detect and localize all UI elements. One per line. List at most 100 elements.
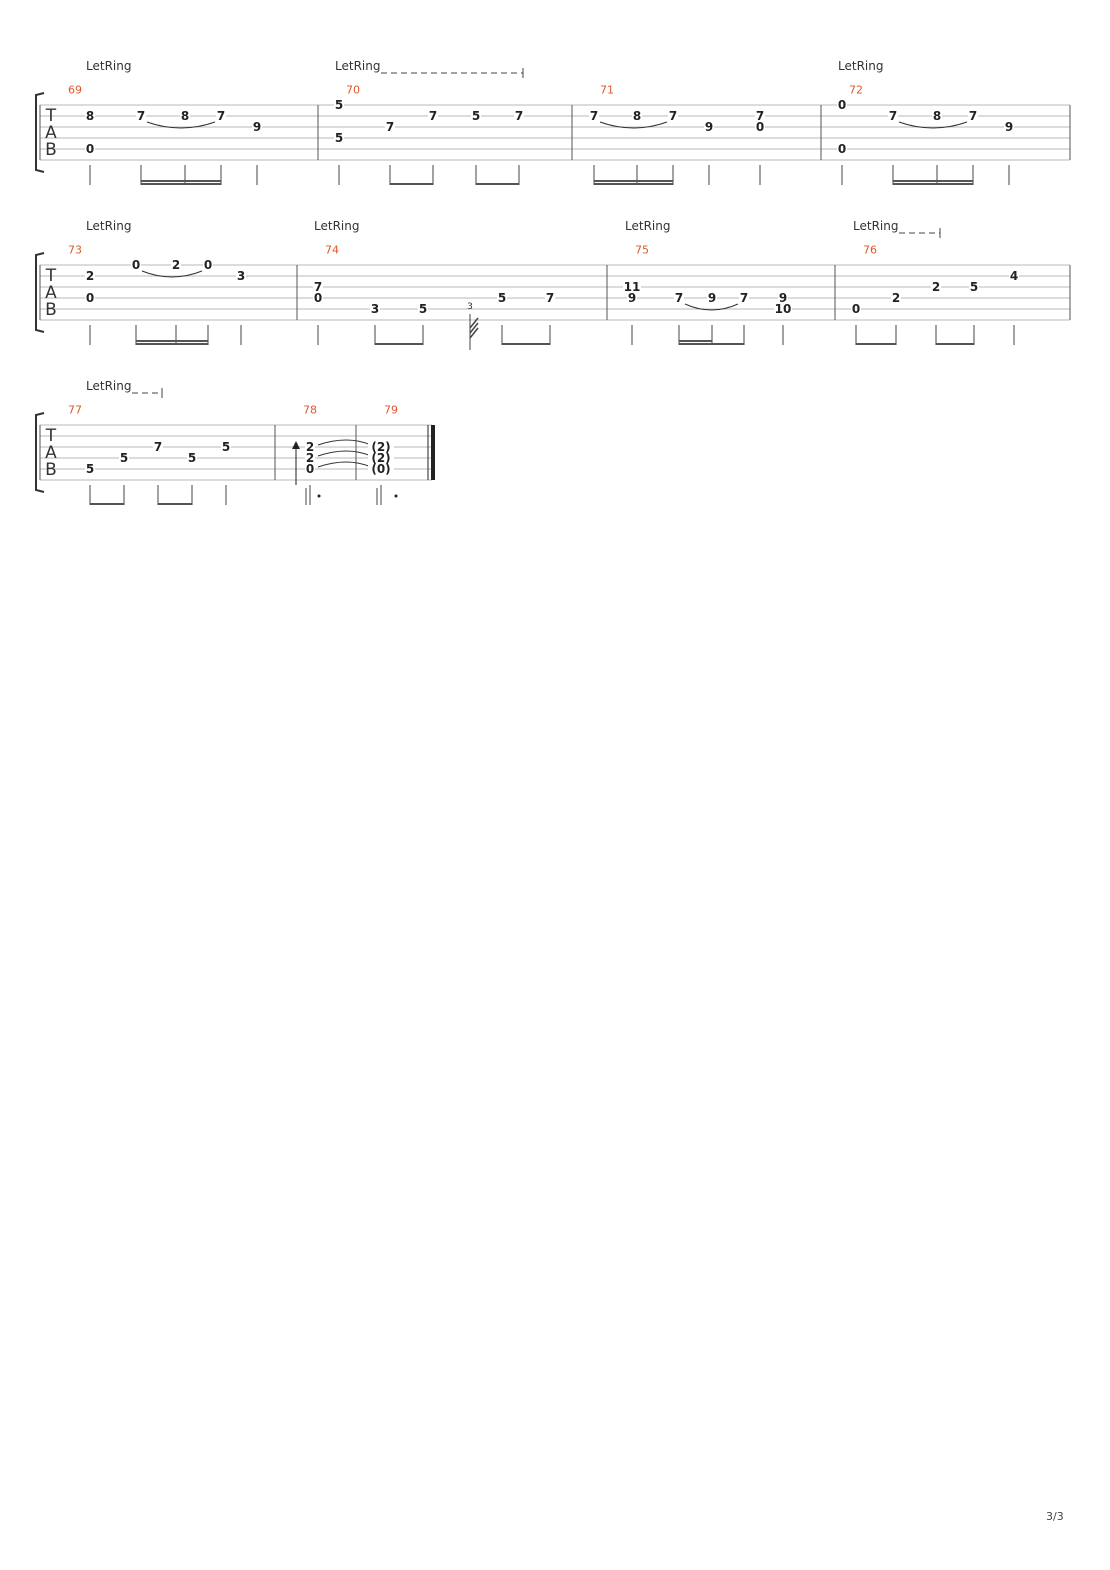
fret-note-bg bbox=[668, 110, 678, 122]
fret-number: 7 bbox=[889, 109, 897, 123]
fret-note-bg bbox=[368, 452, 394, 464]
fret-number: 5 bbox=[120, 451, 128, 465]
fret-number: 0 bbox=[756, 120, 764, 134]
fret-note-bg bbox=[888, 110, 898, 122]
fret-note-bg bbox=[136, 110, 146, 122]
fret-note-bg bbox=[627, 292, 637, 304]
fret-note-bg bbox=[891, 292, 901, 304]
fret-number: 7 bbox=[314, 280, 322, 294]
fret-note-bg bbox=[707, 292, 717, 304]
slur-arc bbox=[599, 121, 668, 129]
fret-note-bg bbox=[334, 132, 344, 144]
system-bracket bbox=[35, 252, 45, 333]
fret-number: 4 bbox=[1010, 269, 1018, 283]
fret-number: 0 bbox=[838, 142, 846, 156]
fret-note-bg bbox=[623, 281, 641, 293]
measure-number: 76 bbox=[863, 244, 877, 257]
fret-number: 8 bbox=[933, 109, 941, 123]
fret-number: 2 bbox=[306, 440, 314, 454]
fret-number: (2) bbox=[371, 451, 390, 465]
fret-number: 3 bbox=[237, 269, 245, 283]
fret-note-bg bbox=[153, 441, 163, 453]
fret-number: 9 bbox=[705, 120, 713, 134]
final-barline-thick bbox=[431, 425, 435, 480]
measure-number: 78 bbox=[303, 404, 317, 417]
tab-clef-letter: T bbox=[45, 106, 57, 126]
fret-note-bg bbox=[1009, 270, 1019, 282]
fret-number: 8 bbox=[181, 109, 189, 123]
fret-note-bg bbox=[216, 110, 226, 122]
slur-arc bbox=[141, 270, 203, 278]
measure-number: 69 bbox=[68, 84, 82, 97]
fret-number: 7 bbox=[756, 109, 764, 123]
fret-number: 0 bbox=[306, 462, 314, 476]
fret-number: 2 bbox=[932, 280, 940, 294]
fret-note-bg bbox=[739, 292, 749, 304]
fret-number: 0 bbox=[204, 258, 212, 272]
slur-arc bbox=[684, 303, 739, 311]
fret-note-bg bbox=[313, 281, 323, 293]
fret-note-bg bbox=[1004, 121, 1014, 133]
fret-note-bg bbox=[674, 292, 684, 304]
tie-arc bbox=[317, 450, 372, 457]
tab-system-3 bbox=[35, 388, 435, 505]
fret-note-bg bbox=[85, 143, 95, 155]
fret-number: 5 bbox=[188, 451, 196, 465]
fret-note-bg bbox=[236, 270, 246, 282]
tab-clef-letter: B bbox=[45, 140, 57, 160]
fret-note-bg bbox=[589, 110, 599, 122]
fret-note-bg bbox=[514, 110, 524, 122]
measure-number: 73 bbox=[68, 244, 82, 257]
fret-note-bg bbox=[368, 441, 394, 453]
tuplet-label: 3 bbox=[467, 302, 473, 312]
fret-note-bg bbox=[851, 303, 861, 315]
fret-number: 7 bbox=[590, 109, 598, 123]
fret-number: 0 bbox=[132, 258, 140, 272]
tab-clef-letter: T bbox=[45, 266, 57, 286]
fret-note-bg bbox=[837, 99, 847, 111]
tab-clef-letter: A bbox=[45, 123, 57, 143]
page-number: 3/3 bbox=[1046, 1510, 1064, 1523]
let-ring-label: LetRing bbox=[625, 219, 670, 233]
measure-number: 72 bbox=[849, 84, 863, 97]
fret-number: 7 bbox=[217, 109, 225, 123]
fret-note-bg bbox=[471, 110, 481, 122]
fret-number: 0 bbox=[86, 291, 94, 305]
fret-number: 0 bbox=[314, 291, 322, 305]
dotted-note-dot bbox=[394, 494, 398, 498]
fret-note-bg bbox=[545, 292, 555, 304]
measure-number: 74 bbox=[325, 244, 339, 257]
fret-number: 7 bbox=[669, 109, 677, 123]
fret-note-bg bbox=[370, 303, 380, 315]
measure-number: 77 bbox=[68, 404, 82, 417]
fret-note-bg bbox=[428, 110, 438, 122]
fret-number: (0) bbox=[371, 462, 390, 476]
fret-note-bg bbox=[368, 463, 394, 475]
slur-arc bbox=[898, 121, 968, 129]
tremolo-stroke bbox=[469, 317, 479, 329]
fret-note-bg bbox=[171, 259, 181, 271]
let-ring-label: LetRing bbox=[86, 219, 131, 233]
fret-number: 0 bbox=[86, 142, 94, 156]
fret-number: 9 bbox=[253, 120, 261, 134]
measure-number: 70 bbox=[346, 84, 360, 97]
let-ring-label: LetRing bbox=[335, 59, 380, 73]
fret-number: 8 bbox=[633, 109, 641, 123]
fret-note-bg bbox=[305, 441, 315, 453]
fret-number: 7 bbox=[675, 291, 683, 305]
fret-note-bg bbox=[755, 121, 765, 133]
fret-number: 7 bbox=[386, 120, 394, 134]
fret-number: 3 bbox=[371, 302, 379, 316]
tie-arc bbox=[317, 439, 372, 446]
fret-number: 2 bbox=[892, 291, 900, 305]
fret-note-bg bbox=[187, 452, 197, 464]
system-bracket bbox=[35, 412, 45, 493]
fret-number: 9 bbox=[779, 291, 787, 305]
tab-clef-letter: A bbox=[45, 283, 57, 303]
measure-number: 75 bbox=[635, 244, 649, 257]
fret-note-bg bbox=[313, 292, 323, 304]
fret-number: 7 bbox=[546, 291, 554, 305]
tab-system-2 bbox=[35, 228, 1071, 350]
tab-clef-letter: B bbox=[45, 300, 57, 320]
